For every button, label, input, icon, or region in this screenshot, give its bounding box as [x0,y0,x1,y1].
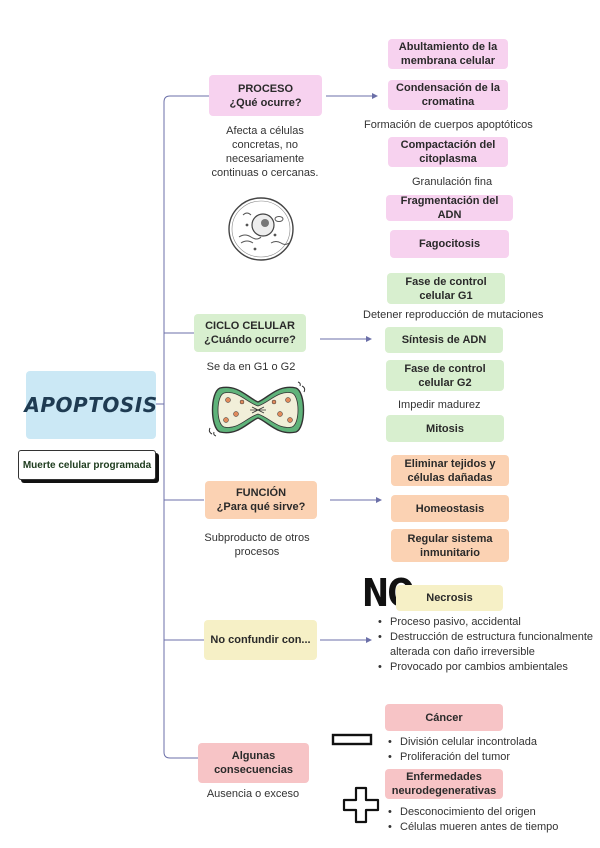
cancer-bullets: División celular incontrolada Proliferac… [386,735,600,765]
ciclo-item-1: Fase de control celular G1 [387,273,505,304]
neuro-bullet: Células mueren antes de tiempo [388,820,600,835]
ciclo-note-2: Impedir madurez [398,399,481,411]
proceso-note-1: Formación de cuerpos apoptóticos [364,119,533,131]
funcion-item-2: Homeostasis [391,495,509,522]
necrosis-bullet: Destrucción de estructura funcionalmente… [378,630,600,660]
funcion-item-3: Regular sistema inmunitario [391,529,509,562]
plus-icon [342,786,380,824]
proceso-item-3: Compactación del citoplasma [388,137,508,167]
proceso-node: PROCESO ¿Qué ocurre? [209,75,322,116]
cancer-bullet: Proliferación del tumor [388,750,600,765]
proceso-item-2: Condensación de la cromatina [388,80,508,110]
proceso-item-5: Fagocitosis [390,230,509,258]
neuro-bullets: Desconocimiento del origen Células muere… [386,805,600,835]
ciclo-note-1: Detener reproducción de mutaciones [363,309,544,321]
ciclo-note: Se da en G1 o G2 [206,361,296,373]
funcion-node: FUNCIÓN ¿Para qué sirve? [205,481,317,519]
ciclo-item-4: Mitosis [386,415,504,442]
neuro-item: Enfermedades neurodegenerativas [385,769,503,799]
proceso-item-4: Fragmentación del ADN [386,195,513,221]
confundir-node: No confundir con... [204,620,317,660]
proceso-item-1: Abultamiento de la membrana celular [388,39,508,69]
central-subtitle: Muerte celular programada [18,450,156,480]
cancer-bullet: División celular incontrolada [388,735,600,750]
necrosis-item: Necrosis [396,585,503,611]
neuro-bullet: Desconocimiento del origen [388,805,600,820]
dividing-cell-icon [208,381,306,437]
cancer-item: Cáncer [385,704,503,731]
proceso-note: Afecta a células concretas, no necesaria… [211,125,319,179]
funcion-item-1: Eliminar tejidos y células dañadas [391,455,509,486]
proceso-note-2: Granulación fina [412,176,493,188]
ciclo-node: CICLO CELULAR ¿Cuándo ocurre? [194,314,306,352]
necrosis-bullets: Proceso pasivo, accidental Destrucción d… [376,615,600,675]
funcion-note: Subproducto de otros procesos [204,532,310,558]
cell-icon [228,197,294,261]
consecuencias-node: Algunas consecuencias [198,743,309,783]
ciclo-item-3: Fase de control celular G2 [386,360,504,391]
consecuencias-note: Ausencia o exceso [206,788,300,800]
necrosis-bullet: Proceso pasivo, accidental [378,615,600,630]
ciclo-item-2: Síntesis de ADN [385,327,503,353]
minus-icon [331,733,373,746]
necrosis-bullet: Provocado por cambios ambientales [378,660,600,675]
central-title: APOPTOSIS [24,371,157,439]
